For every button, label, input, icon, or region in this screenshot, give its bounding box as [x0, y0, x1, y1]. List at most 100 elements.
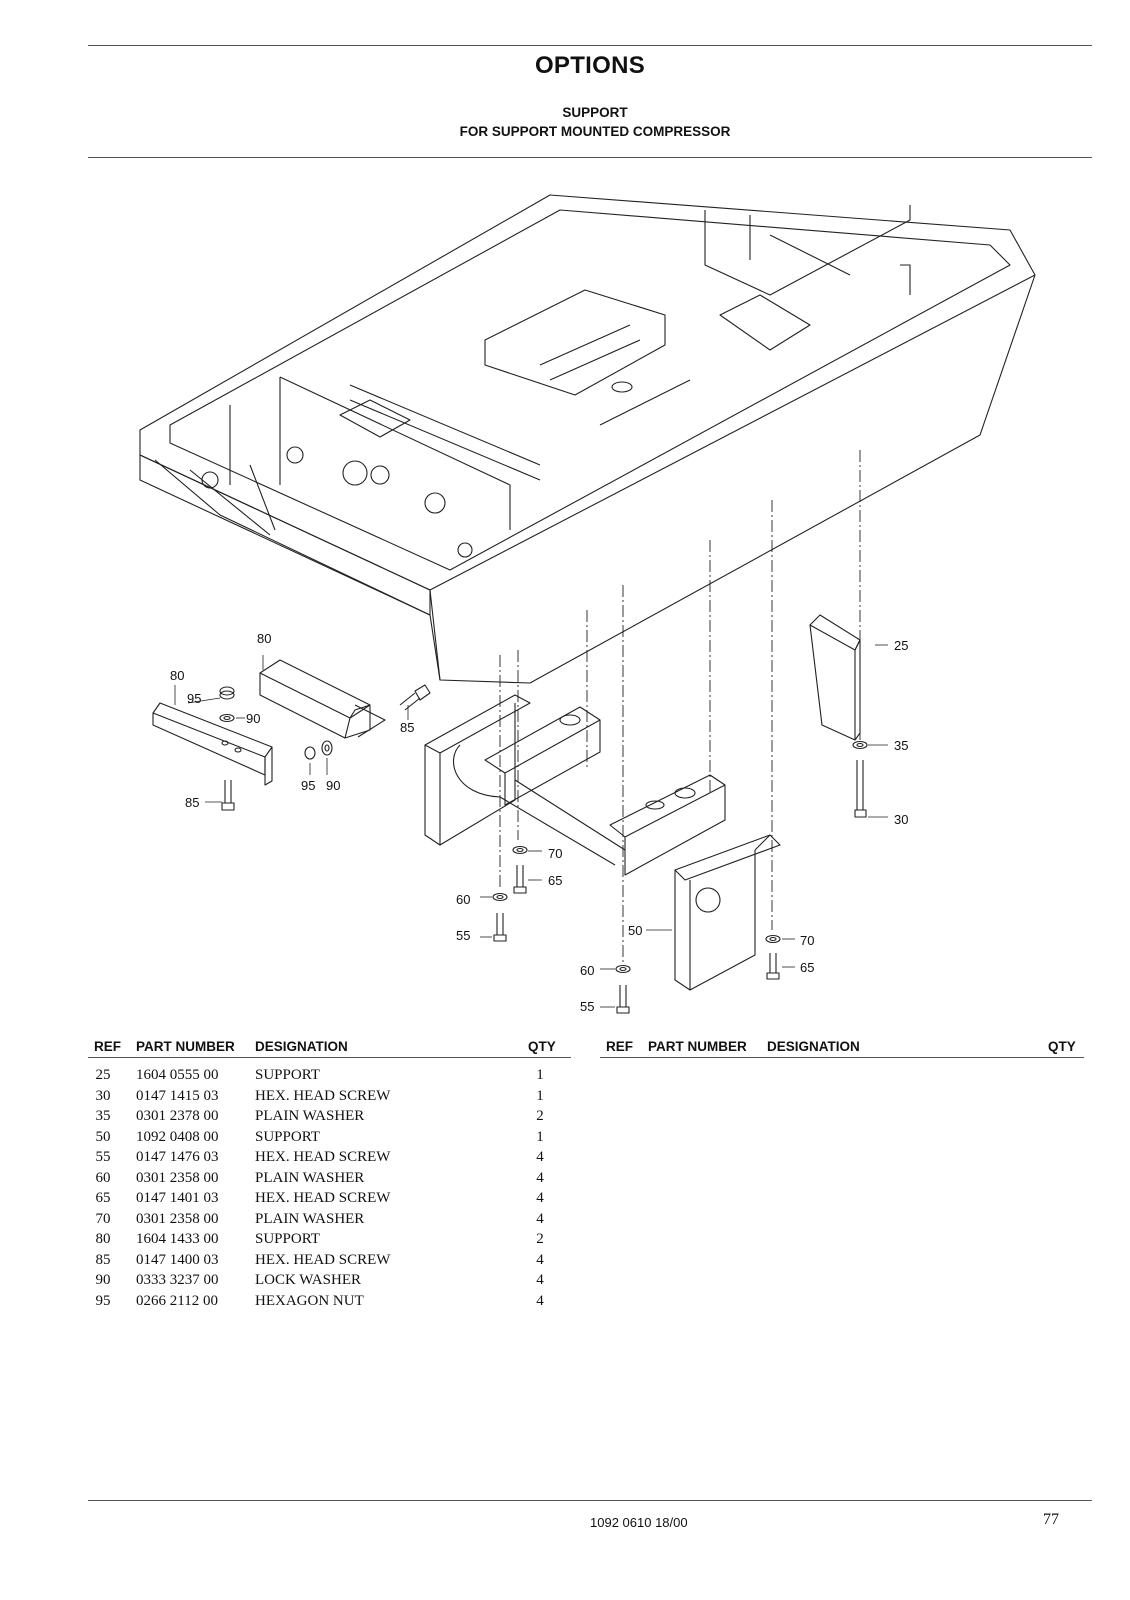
table-row: 95 0266 2112 00 HEXAGON NUT 4 [88, 1293, 568, 1314]
part-number-cell: 1604 1433 00 [136, 1231, 219, 1247]
centerlines [499, 450, 861, 965]
hardware-95-90 [219, 686, 333, 760]
qty-cell: 4 [536, 1169, 544, 1186]
ref-cell: 70 [95, 1210, 111, 1227]
part-number-cell: 0147 1415 03 [136, 1087, 219, 1104]
exploded-view-drawing: 80 80 95 90 85 95 90 85 25 35 30 70 65 6… [139, 194, 1036, 1014]
callout-55-right: 55 [580, 999, 594, 1014]
qty-cell: 4 [536, 1210, 544, 1227]
part-number-cell: 1092 0408 00 [136, 1128, 219, 1145]
section-title: SUPPORT [562, 105, 628, 120]
support-80-left [152, 702, 273, 786]
hardware-35-30 [852, 740, 868, 818]
designation-cell: LOCK WASHER [255, 1272, 361, 1288]
col-ref: REF [94, 1039, 121, 1054]
table-header-rule-left [88, 1057, 571, 1058]
col-ref-right: REF [606, 1039, 633, 1054]
part-number-cell: 0333 3237 00 [136, 1272, 219, 1288]
callout-70-right: 70 [800, 933, 814, 948]
section-subtitle: FOR SUPPORT MOUNTED COMPRESSOR [459, 124, 731, 139]
qty-cell: 2 [536, 1231, 544, 1247]
callout-35: 35 [894, 738, 908, 753]
screw-85-right [399, 684, 431, 711]
ref-cell: 95 [95, 1292, 111, 1309]
callout-25: 25 [894, 638, 908, 653]
designation-cell: SUPPORT [255, 1128, 320, 1145]
part-number-cell: 0266 2112 00 [136, 1292, 218, 1309]
callout-labels: 80 80 95 90 85 95 90 85 25 35 30 70 65 6… [170, 631, 908, 1014]
callout-70-left: 70 [548, 846, 562, 861]
table-header-left: REF PART NUMBER DESIGNATION QTY [88, 1037, 568, 1057]
page-number: 77 [1043, 1511, 1059, 1528]
table-row: 80 1604 1433 00 SUPPORT 2 [88, 1231, 568, 1252]
ref-cell: 90 [95, 1272, 111, 1288]
col-part-number-right: PART NUMBER [648, 1039, 747, 1054]
table-row: 35 0301 2378 00 PLAIN WASHER 2 [88, 1108, 568, 1129]
part-number-cell: 0301 2358 00 [136, 1210, 219, 1227]
designation-cell: HEXAGON NUT [255, 1292, 364, 1309]
designation-cell: PLAIN WASHER [255, 1108, 365, 1124]
table-row: 90 0333 3237 00 LOCK WASHER 4 [88, 1272, 568, 1293]
col-qty: QTY [528, 1039, 556, 1054]
ref-cell: 25 [95, 1067, 111, 1083]
table-header-rule-right [600, 1057, 1084, 1058]
table-row: 65 0147 1401 03 HEX. HEAD SCREW 4 [88, 1190, 568, 1211]
callout-90-right: 90 [326, 778, 340, 793]
support-25 [809, 614, 861, 741]
qty-cell: 4 [536, 1292, 544, 1309]
hardware-left-stack [492, 845, 528, 942]
callout-50: 50 [628, 923, 642, 938]
header-rule [88, 157, 1092, 158]
part-number-cell: 0301 2378 00 [136, 1108, 219, 1124]
callout-80-left: 80 [170, 668, 184, 683]
designation-cell: SUPPORT [255, 1067, 320, 1083]
ref-cell: 80 [95, 1231, 111, 1247]
page-title: OPTIONS [534, 52, 646, 79]
qty-cell: 1 [536, 1087, 544, 1104]
designation-cell: HEX. HEAD SCREW [255, 1190, 391, 1206]
callout-65-right: 65 [800, 960, 814, 975]
table-row: 25 1604 0555 00 SUPPORT 1 [88, 1067, 568, 1088]
ref-cell: 65 [95, 1190, 111, 1206]
part-number-cell: 0301 2358 00 [136, 1169, 219, 1186]
ref-cell: 55 [95, 1149, 111, 1165]
ref-cell: 50 [95, 1128, 111, 1145]
col-designation: DESIGNATION [255, 1039, 348, 1054]
part-number-cell: 1604 0555 00 [136, 1067, 219, 1083]
qty-cell: 4 [536, 1272, 544, 1288]
callout-60-left: 60 [456, 892, 470, 907]
designation-cell: SUPPORT [255, 1231, 320, 1247]
table-row: 50 1092 0408 00 SUPPORT 1 [88, 1129, 568, 1150]
callout-65-left: 65 [548, 873, 562, 888]
document-number: 1092 0610 18/00 [590, 1515, 688, 1530]
designation-cell: HEX. HEAD SCREW [255, 1087, 391, 1104]
ref-cell: 85 [95, 1251, 111, 1268]
ref-cell: 35 [95, 1108, 111, 1124]
qty-cell: 4 [536, 1251, 544, 1268]
part-number-cell: 0147 1401 03 [136, 1190, 219, 1206]
col-part-number: PART NUMBER [136, 1039, 235, 1054]
qty-cell: 1 [536, 1067, 544, 1083]
ref-cell: 30 [95, 1087, 111, 1104]
callout-80-right: 80 [257, 631, 271, 646]
qty-cell: 1 [536, 1128, 544, 1145]
designation-cell: HEX. HEAD SCREW [255, 1251, 391, 1268]
callout-85-left: 85 [185, 795, 199, 810]
callout-55-left: 55 [456, 928, 470, 943]
part-number-cell: 0147 1476 03 [136, 1149, 219, 1165]
table-header-right: REF PART NUMBER DESIGNATION QTY [600, 1037, 1090, 1057]
leader-lines [174, 644, 888, 1008]
designation-cell: PLAIN WASHER [255, 1169, 365, 1186]
table-row: 30 0147 1415 03 HEX. HEAD SCREW 1 [88, 1088, 568, 1109]
col-qty-right: QTY [1048, 1039, 1076, 1054]
callout-95-right: 95 [301, 778, 315, 793]
compressor-frame [139, 194, 1036, 684]
qty-cell: 4 [536, 1190, 544, 1206]
callout-30: 30 [894, 812, 908, 827]
qty-cell: 2 [536, 1108, 544, 1124]
qty-cell: 4 [536, 1149, 544, 1165]
col-designation-right: DESIGNATION [767, 1039, 860, 1054]
